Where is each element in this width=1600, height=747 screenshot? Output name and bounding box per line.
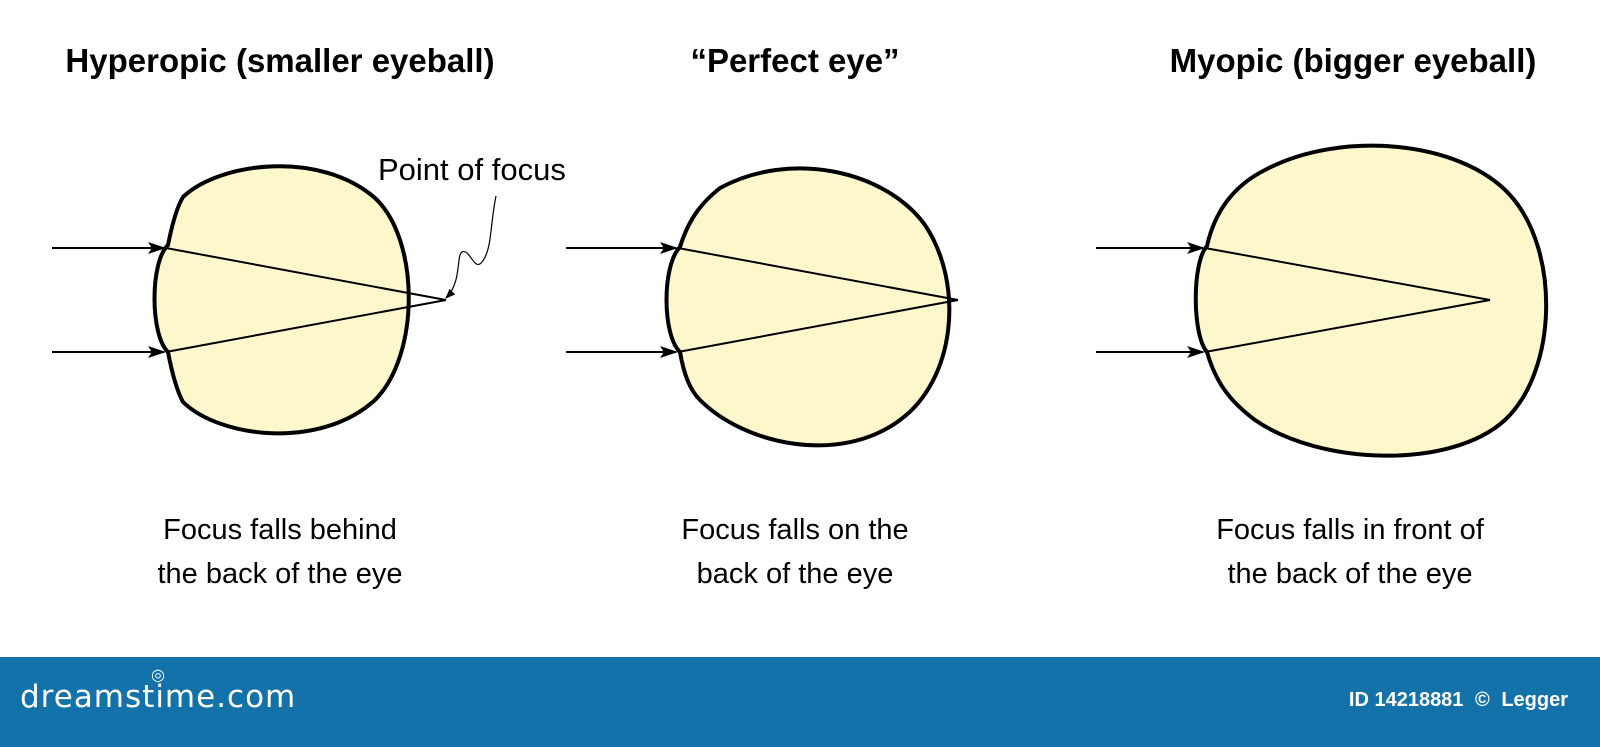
hyperopic-eyeball xyxy=(152,164,411,436)
point-of-focus-label: Point of focus xyxy=(378,152,566,187)
perfect-eye-title: “Perfect eye” xyxy=(690,42,900,79)
hyperopic-caption-line2: the back of the eye xyxy=(157,558,403,590)
diagram-canvas xyxy=(52,143,1549,458)
point-of-focus-pointer xyxy=(445,195,497,299)
myopic-eyeball xyxy=(1193,143,1549,458)
refracted-ray-upper xyxy=(165,247,447,301)
hyperopic-eye xyxy=(52,164,497,436)
swirl-icon: ◎ xyxy=(151,665,166,684)
perfect-eye-caption-line1: Focus falls on the xyxy=(681,514,909,546)
myopic-caption-line1: Focus falls in front of xyxy=(1216,514,1484,546)
refracted-ray-upper xyxy=(677,247,959,301)
hyperopic-title: Hyperopic (smaller eyeball) xyxy=(65,42,495,79)
perfect-eyeball xyxy=(664,166,952,448)
image-credit: ID 14218881 © Legger xyxy=(1343,689,1568,712)
perfect-eye-caption-line2: back of the eye xyxy=(696,558,894,590)
image-id: ID 14218881 xyxy=(1348,689,1464,711)
dreamstime-logo[interactable]: ◎ dreamstime.com xyxy=(20,665,297,715)
refracted-ray-upper xyxy=(1204,247,1491,301)
perfect-eye xyxy=(566,166,959,448)
hyperopic-caption-line1: Focus falls behind xyxy=(163,514,397,546)
myopic-title: Myopic (bigger eyeball) xyxy=(1169,42,1537,79)
hyperopic-caption: Focus falls behind the back of the eye xyxy=(157,508,402,596)
myopic-caption-line2: the back of the eye xyxy=(1227,558,1473,590)
myopic-caption: Focus falls in front of the back of the … xyxy=(1216,508,1484,596)
brand-text: dreamstime.com xyxy=(20,679,297,715)
refracted-ray-lower xyxy=(165,299,447,353)
myopic-eye xyxy=(1096,143,1549,458)
refracted-ray-lower xyxy=(677,299,959,353)
footer-bar: ◎ dreamstime.com ID 14218881 © Legger xyxy=(0,657,1600,747)
refracted-ray-lower xyxy=(1204,299,1491,353)
author-name[interactable]: Legger xyxy=(1501,689,1568,711)
copyright-icon: © xyxy=(1475,689,1490,711)
eye-focus-diagram: Hyperopic (smaller eyeball) “Perfect eye… xyxy=(52,42,1549,596)
perfect-eye-caption: Focus falls on the back of the eye xyxy=(681,508,908,596)
